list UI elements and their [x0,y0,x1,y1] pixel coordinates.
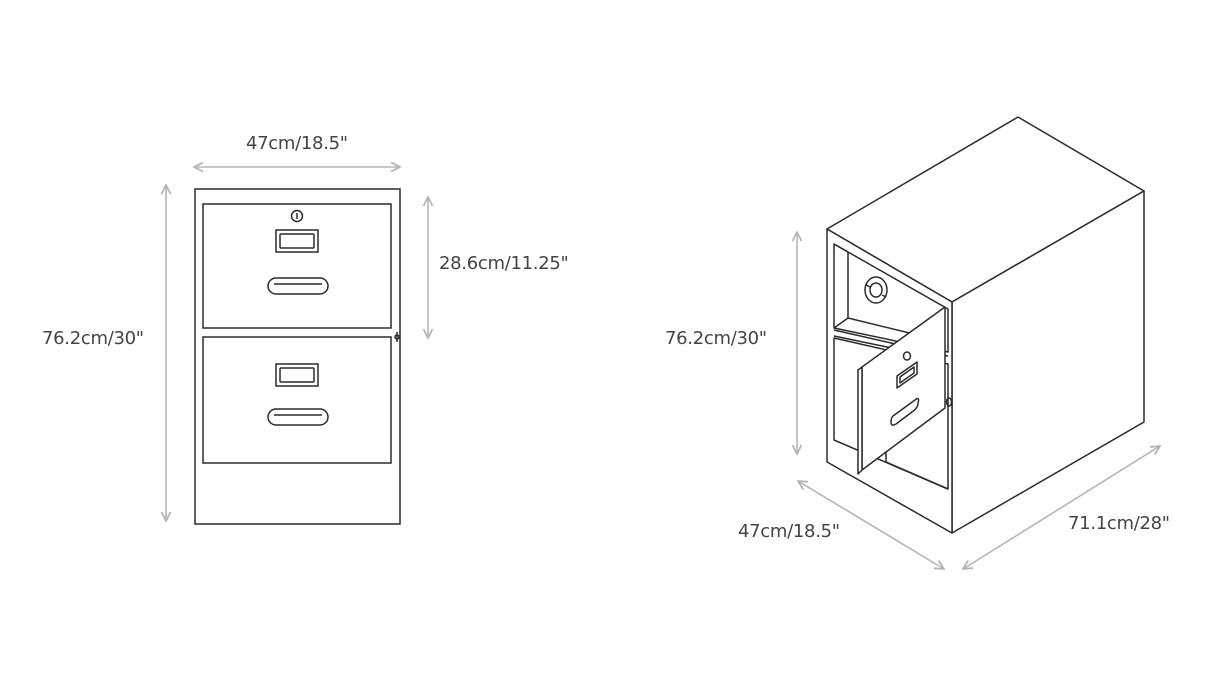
front-cabinet-body [194,188,401,525]
front-lock-icon [290,209,304,223]
front-top-label-holder-icon [275,229,319,253]
front-drawer-height-label: 28.6cm/11.25" [439,253,569,274]
iso-width-dimension-line [798,481,944,569]
front-dimension-lines [166,167,428,521]
iso-view-cabinet [826,116,1145,534]
front-top-drawer [202,203,392,329]
front-bottom-drawer [202,336,392,464]
iso-height-label: 76.2cm/30" [665,328,767,349]
front-view-cabinet [194,188,401,525]
iso-dimension-lines [797,232,1160,569]
front-bottom-label-holder-icon [275,363,319,387]
front-side-latch-icon [394,332,400,342]
front-width-label: 47cm/18.5" [246,133,348,154]
iso-upper-compartment [833,243,949,353]
iso-depth-dimension-line [963,446,1160,569]
iso-width-label: 47cm/18.5" [738,521,840,542]
iso-door-label-holder-icon [896,361,918,389]
front-top-handle-icon [267,277,329,295]
iso-door-handle-icon [890,397,920,426]
iso-depth-label: 71.1cm/28" [1068,513,1170,534]
iso-combination-dial-icon [864,276,888,304]
front-bottom-handle-icon [267,408,329,426]
iso-side-latch-icon [945,397,953,407]
front-height-label: 76.2cm/30" [42,328,144,349]
iso-door-lock-icon [902,351,912,361]
